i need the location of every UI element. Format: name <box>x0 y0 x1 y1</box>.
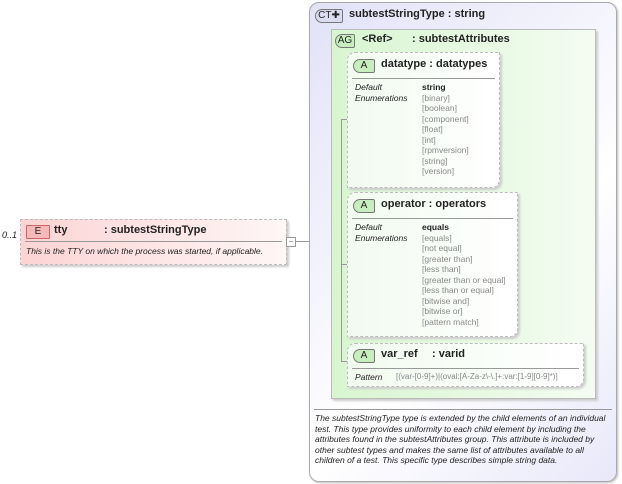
attribute-operator[interactable]: A operator : operators Default Enumerati… <box>347 192 518 337</box>
enum-value: [rpmversion] <box>422 145 469 155</box>
attribute-badge-icon: A <box>353 349 375 363</box>
complex-type-description: The subtestStringType type is extended b… <box>315 413 606 465</box>
enum-value: [not equal] <box>422 243 462 253</box>
enum-value: [less than] <box>422 264 461 274</box>
enum-value: [bitwise and] <box>422 295 470 306</box>
attribute-group-name: : subtestAttributes <box>412 33 510 45</box>
divider <box>352 368 579 369</box>
enumerations-label: Enumerations <box>355 232 408 243</box>
connector <box>295 241 309 242</box>
pattern-label: Pattern <box>355 372 383 382</box>
enum-value: [int] <box>422 134 436 145</box>
connector <box>341 119 342 361</box>
element-badge-icon: E <box>26 225 50 239</box>
default-label: Default <box>355 82 382 92</box>
pattern-value: [(var-[0-9]+)|(oval:[A-Za-z\-\.]+:var:[1… <box>396 372 558 381</box>
divider <box>314 409 612 410</box>
divider <box>25 241 282 242</box>
attribute-name: operator : operators <box>381 198 487 210</box>
connector <box>341 264 349 265</box>
connector <box>341 361 349 362</box>
enum-value: [bitwise or] <box>422 306 463 316</box>
values: string [binary] [boolean] [component] [f… <box>422 82 469 177</box>
attribute-type: : varid <box>432 348 466 360</box>
element-name: tty <box>54 224 68 236</box>
default-label: Default <box>355 222 382 232</box>
attribute-badge-icon: A <box>353 199 375 213</box>
enum-value: [boolean] <box>422 103 457 113</box>
enum-value: [greater than or equal] <box>422 274 506 285</box>
divider <box>352 78 495 79</box>
attribute-badge-icon: A <box>353 59 375 73</box>
complex-type-badge-icon: CT✚ <box>315 9 343 23</box>
collapse-button[interactable]: − <box>286 237 296 247</box>
connector <box>341 119 349 120</box>
ct-label: CT <box>318 10 332 21</box>
attribute-name: datatype : datatypes <box>381 58 488 70</box>
enum-value: [less than or equal] <box>422 285 494 295</box>
element-description: This is the TTY on which the process was… <box>26 246 264 256</box>
attribute-group-ref: <Ref> <box>362 33 393 45</box>
default-value: equals <box>422 222 449 232</box>
default-value: string <box>422 82 446 92</box>
enum-value: [greater than] <box>422 253 473 264</box>
occurrence: 0..1 <box>2 230 18 240</box>
plus-icon: ✚ <box>331 10 340 21</box>
enum-value: [float] <box>422 124 443 134</box>
enum-value: [version] <box>422 166 455 176</box>
attribute-var-ref[interactable]: A var_ref : varid Pattern [(var-[0-9]+)|… <box>347 343 584 387</box>
attribute-datatype[interactable]: A datatype : datatypes Default Enumerati… <box>347 52 500 188</box>
attribute-group-badge-icon: AG <box>335 34 355 48</box>
values: equals [equals] [not equal] [greater tha… <box>422 222 506 327</box>
enum-value: [string] <box>422 155 448 166</box>
enum-value: [pattern match] <box>422 316 479 327</box>
attribute-name: var_ref <box>381 348 418 360</box>
enum-value: [equals] <box>422 232 452 243</box>
enumerations-label: Enumerations <box>355 92 408 103</box>
divider <box>352 218 513 219</box>
enum-value: [component] <box>422 113 469 124</box>
complex-type-name: subtestStringType : string <box>349 8 486 20</box>
element-type: : subtestStringType <box>104 224 207 236</box>
element-tty[interactable]: E tty : subtestStringType This is the TT… <box>20 219 287 265</box>
enum-value: [binary] <box>422 92 450 103</box>
